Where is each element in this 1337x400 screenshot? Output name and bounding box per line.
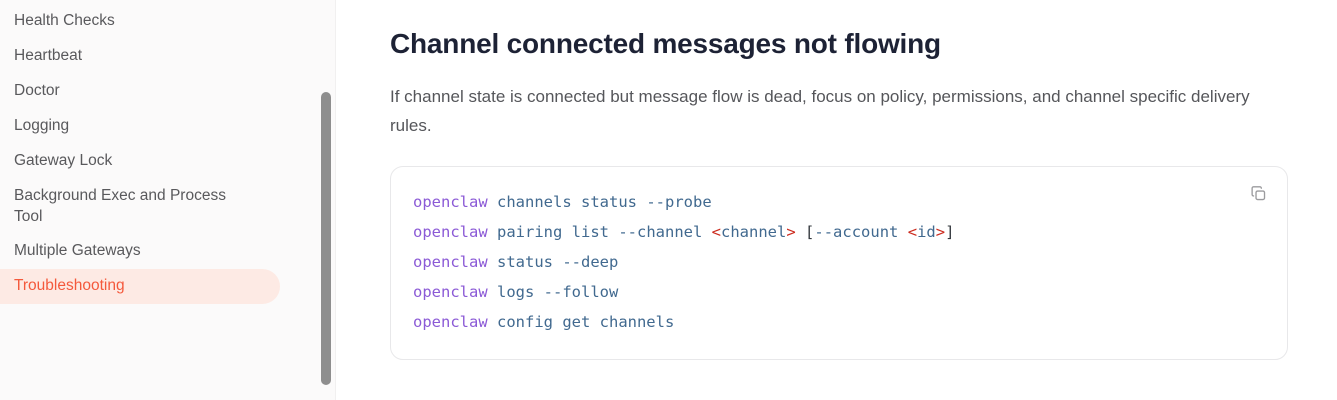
code-token-angle: < bbox=[711, 223, 722, 242]
code-token-plain bbox=[609, 223, 618, 241]
code-token-cmd: openclaw bbox=[413, 283, 488, 302]
code-token-flag: --probe bbox=[646, 193, 712, 212]
code-token-plain bbox=[488, 223, 497, 241]
code-token-angle: < bbox=[907, 223, 918, 242]
code-token-plain bbox=[796, 223, 805, 241]
copy-icon bbox=[1250, 185, 1267, 205]
code-token-cmd: openclaw bbox=[413, 253, 488, 272]
code-token-flag: --account bbox=[814, 223, 899, 242]
sidebar-item-heartbeat[interactable]: Heartbeat bbox=[14, 46, 83, 64]
sidebar-item-health-checks[interactable]: Health Checks bbox=[14, 12, 115, 29]
code-token-flag: --follow bbox=[543, 283, 619, 302]
sidebar-item-doctor[interactable]: Doctor bbox=[14, 81, 60, 99]
page-title: Channel connected messages not flowing bbox=[390, 28, 941, 59]
code-token-cmd: openclaw bbox=[413, 193, 488, 212]
code-token-plain bbox=[553, 253, 562, 271]
code-token-angle: > bbox=[786, 223, 796, 242]
code-token-sub: status bbox=[497, 253, 553, 272]
code-token-plain bbox=[702, 223, 711, 241]
code-token-cmd: openclaw bbox=[413, 313, 488, 332]
main-content: Channel connected messages not flowing I… bbox=[336, 0, 1337, 400]
code-token-plain bbox=[898, 223, 907, 241]
code-token-plain bbox=[488, 253, 497, 271]
code-token-sub: config get channels bbox=[497, 313, 675, 332]
code-token-ph: id bbox=[917, 223, 936, 242]
sidebar-scrollbar-track[interactable] bbox=[321, 0, 331, 400]
code-token-ph: channel bbox=[721, 223, 787, 242]
sidebar-item-logging[interactable]: Logging bbox=[14, 116, 70, 134]
code-token-plain bbox=[488, 283, 497, 301]
sidebar-item-gateway-lock[interactable]: Gateway Lock bbox=[14, 151, 113, 169]
sidebar-item-troubleshooting[interactable]: Troubleshooting bbox=[0, 269, 280, 305]
code-line: openclaw logs --follow bbox=[413, 277, 1263, 307]
code-line: openclaw status --deep bbox=[413, 247, 1263, 277]
code-line: openclaw channels status --probe bbox=[413, 187, 1263, 217]
sidebar-divider bbox=[335, 0, 336, 400]
code-token-sub: pairing list bbox=[497, 223, 609, 242]
sidebar-item-multiple-gateways[interactable]: Multiple Gateways bbox=[14, 242, 141, 260]
code-token-brkt: [ bbox=[805, 223, 815, 242]
code-token-plain bbox=[488, 193, 497, 211]
code-token-sub: logs bbox=[497, 283, 535, 302]
code-line: openclaw pairing list --channel <channel… bbox=[413, 217, 1263, 247]
code-token-angle: > bbox=[935, 223, 946, 242]
sidebar-scrollbar-thumb[interactable] bbox=[321, 92, 331, 385]
code-token-plain bbox=[488, 313, 497, 331]
code-line: openclaw config get channels bbox=[413, 307, 1263, 337]
code-token-brkt: ] bbox=[945, 223, 955, 242]
sidebar-item-background-exec-and-process-tool[interactable]: Background Exec and Process Tool bbox=[14, 186, 226, 225]
copy-code-button[interactable] bbox=[1243, 180, 1273, 210]
code-token-cmd: openclaw bbox=[413, 223, 488, 242]
intro-paragraph: If channel state is connected but messag… bbox=[390, 87, 1250, 136]
code-token-flag: --channel bbox=[618, 223, 703, 242]
code-token-flag: --deep bbox=[562, 253, 619, 272]
code-token-plain bbox=[637, 193, 646, 211]
code-token-sub: channels status bbox=[497, 193, 637, 212]
code-token-plain bbox=[534, 283, 543, 301]
